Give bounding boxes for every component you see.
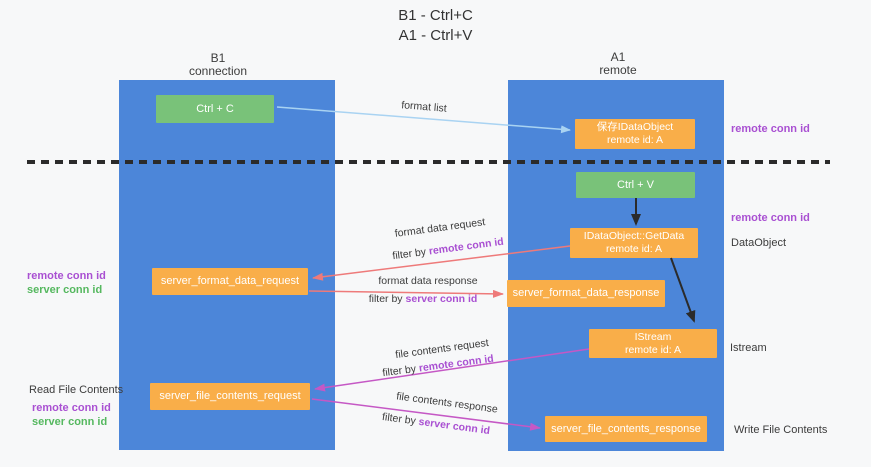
save-idataobject-line2: remote id: A — [606, 134, 664, 146]
istream-line2: remote id: A — [624, 343, 682, 356]
box-istream: IStream remote id: A — [589, 329, 717, 358]
right-istream-label: Istream — [730, 342, 767, 354]
left-read-file-contents-label: Read File Contents — [29, 384, 124, 396]
box-ctrl-v: Ctrl + V — [576, 172, 695, 198]
ctrl-c-label: Ctrl + C — [196, 102, 234, 115]
box-server-file-contents-request: server_file_contents_request — [150, 383, 310, 410]
dashed-boundary-line — [27, 160, 830, 164]
label-filter-server-2: filter byserver conn id — [381, 411, 490, 437]
left-remote-conn-id-2: remote conn id — [32, 402, 111, 414]
filter-by-text: filter by — [381, 410, 417, 428]
label-format-data-response: format data response — [378, 275, 478, 287]
label-format-data-request: format data request — [394, 216, 486, 240]
getdata-line2: remote id: A — [605, 243, 663, 255]
server-file-contents-request-label: server_file_contents_request — [159, 390, 301, 402]
server-conn-id-text: server conn id — [417, 415, 491, 438]
lane-a1-sub: remote — [599, 63, 637, 77]
save-idataobject-line1: 保存IDataObject — [596, 121, 674, 133]
ctrl-v-label: Ctrl + V — [617, 178, 654, 191]
box-server-file-contents-response: server_file_contents_response — [545, 416, 707, 442]
server-file-contents-response-label: server_file_contents_response — [551, 422, 701, 435]
box-idataobject-getdata: IDataObject::GetData remote id: A — [570, 228, 698, 258]
lane-b1-sub: connection — [188, 64, 248, 78]
left-remote-conn-id-1: remote conn id — [27, 270, 106, 282]
left-server-conn-id-2: server conn id — [32, 416, 108, 428]
filter-by-text: filter by — [381, 362, 417, 380]
lane-header-b1: B1 connection — [158, 52, 278, 78]
remote-conn-id-text: remote conn id — [428, 235, 505, 258]
filter-by-text: filter by — [391, 245, 427, 263]
server-format-data-response-label: server_format_data_response — [512, 287, 660, 299]
box-save-idataobject: 保存IDataObject remote id: A — [575, 119, 695, 149]
title-line1: B1 - Ctrl+C — [398, 7, 473, 24]
box-server-format-data-response: server_format_data_response — [507, 280, 665, 307]
server-format-data-request-label: server_format_data_request — [160, 275, 300, 287]
title-line2: A1 - Ctrl+V — [398, 27, 473, 44]
lane-b1-name: B1 — [210, 51, 226, 65]
server-conn-id-text: server conn id — [405, 293, 478, 305]
istream-line1: IStream — [634, 330, 672, 343]
lane-a1-name: A1 — [610, 50, 626, 64]
filter-by-text: filter by — [368, 293, 403, 305]
right-write-file-contents-label: Write File Contents — [734, 424, 828, 436]
label-format-list: format list — [400, 99, 448, 115]
diagram-title: B1 - Ctrl+C A1 - Ctrl+V — [0, 6, 871, 46]
box-server-format-data-request: server_format_data_request — [152, 268, 308, 295]
right-dataobject-label: DataObject — [731, 237, 787, 249]
box-ctrl-c: Ctrl + C — [156, 95, 274, 123]
lane-header-a1: A1 remote — [558, 51, 678, 77]
left-server-conn-id-1: server conn id — [27, 284, 103, 296]
right-remote-conn-id-2: remote conn id — [731, 212, 810, 224]
right-remote-conn-id-1: remote conn id — [731, 123, 810, 135]
label-filter-remote-1: filter byremote conn id — [392, 236, 505, 263]
getdata-line1: IDataObject::GetData — [583, 230, 685, 242]
label-file-contents-response: file contents response — [395, 390, 499, 416]
